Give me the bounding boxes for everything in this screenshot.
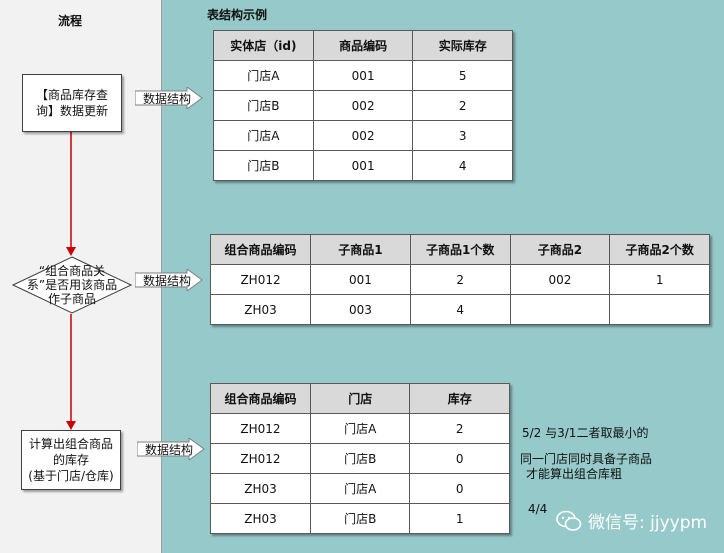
combo-stock-table: 组合商品编码 门店 库存 ZH012 门店A 2 ZH012 门店B 0 ZH0… xyxy=(210,383,510,534)
flow-heading: 流程 xyxy=(58,14,83,28)
data-structure-arrow-3: 数据结构 xyxy=(137,438,205,460)
table-cell: ZH03 xyxy=(210,503,311,534)
table-cell: 门店A xyxy=(309,413,411,444)
column-header: 子商品1 xyxy=(310,234,411,265)
column-header: 门店 xyxy=(309,383,411,414)
table-cell: 1 xyxy=(409,503,510,534)
wechat-icon xyxy=(556,510,582,531)
column-header: 子商品2个数 xyxy=(609,234,710,265)
column-header: 子商品1个数 xyxy=(409,234,511,265)
table-cell: 5 xyxy=(412,60,513,91)
flow-decision-label: “组合商品关 系”是否用该商品 作子商品 xyxy=(26,264,118,306)
wechat-watermark: 微信号: jjyypm xyxy=(556,508,707,533)
block-arrow-shape-1 xyxy=(135,87,203,109)
data-structure-arrow-label-2: 数据结构 xyxy=(143,274,192,288)
note-min-of-ratios: 5/2 与3/1二者取最小的 xyxy=(522,426,649,440)
column-header: 库存 xyxy=(409,383,510,414)
table-cell: 001 xyxy=(310,264,411,295)
table-cell: ZH012 xyxy=(210,413,311,444)
flow-arrow-1 xyxy=(66,132,76,256)
table-row: ZH012 001 2 002 1 xyxy=(209,264,710,295)
table-cell: 门店B xyxy=(213,150,314,181)
data-structure-arrow-2: 数据结构 xyxy=(135,269,203,291)
table-cell: 2 xyxy=(412,90,513,121)
block-arrow-shape-3 xyxy=(137,438,205,460)
table-row: 门店B 002 2 xyxy=(213,90,513,121)
table-cell: 2 xyxy=(409,413,510,444)
table-row: ZH03 门店A 0 xyxy=(210,473,510,504)
table-cell: 002 xyxy=(312,90,414,121)
column-header: 组合商品编码 xyxy=(209,234,312,265)
note-ratio-value: 4/4 xyxy=(528,502,548,516)
table-cell: 4 xyxy=(409,294,511,325)
table-cell: 002 xyxy=(312,120,414,151)
table-cell: ZH03 xyxy=(210,473,311,504)
combo-relation-table: 组合商品编码 子商品1 子商品1个数 子商品2 子商品2个数 ZH012 001… xyxy=(209,234,710,325)
table-row: 门店B 001 4 xyxy=(213,150,513,181)
table-cell: 003 xyxy=(310,294,411,325)
table-cell: 门店B xyxy=(213,90,314,121)
store-inventory-table: 实体店（id) 商品编码 实际库存 门店A 001 5 门店B 002 2 门店… xyxy=(213,30,513,181)
column-header: 商品编码 xyxy=(312,30,414,61)
note-same-store-requirement: 同一门店同时具备子商品 xyxy=(520,452,653,466)
flow-step-compute-combo-stock: 计算出组合商品 的库存 (基于门店/仓库) xyxy=(21,430,121,490)
table-cell: 001 xyxy=(312,60,414,91)
table-header-row: 组合商品编码 子商品1 子商品1个数 子商品2 子商品2个数 xyxy=(209,234,710,265)
table-row: ZH03 门店B 1 xyxy=(210,503,510,534)
table-structure-heading: 表结构示例 xyxy=(207,8,268,22)
table-row: ZH012 门店B 0 xyxy=(210,443,510,474)
column-header: 实际库存 xyxy=(412,30,513,61)
table-cell: 门店A xyxy=(213,60,314,91)
table-row: ZH03 003 4 xyxy=(209,294,710,325)
table-cell: 002 xyxy=(509,264,611,295)
table-cell: 门店B xyxy=(309,503,411,534)
table-cell: 0 xyxy=(409,473,510,504)
table-cell: 门店B xyxy=(309,443,411,474)
table-cell: ZH012 xyxy=(209,264,312,295)
flow-arrow-2 xyxy=(66,314,76,430)
table-cell xyxy=(509,294,611,325)
table-header-row: 组合商品编码 门店 库存 xyxy=(210,383,510,414)
table-cell: 4 xyxy=(412,150,513,181)
table-cell: 001 xyxy=(312,150,414,181)
table-cell: 3 xyxy=(412,120,513,151)
table-row: 门店A 001 5 xyxy=(213,60,513,91)
table-header-row: 实体店（id) 商品编码 实际库存 xyxy=(213,30,513,61)
data-structure-arrow-label-3: 数据结构 xyxy=(145,443,194,457)
decision-diamond-shape xyxy=(12,256,132,314)
column-header: 子商品2 xyxy=(509,234,611,265)
table-row: 门店A 002 3 xyxy=(213,120,513,151)
block-arrow-shape-2 xyxy=(135,269,203,291)
table-cell: 2 xyxy=(409,264,511,295)
data-structure-arrow-1: 数据结构 xyxy=(135,87,203,109)
flow-step-inventory-query: 【商品库存查 询】数据更新 xyxy=(22,74,122,132)
flow-decision: “组合商品关 系”是否用该商品 作子商品 xyxy=(12,256,132,314)
table-cell: 门店A xyxy=(213,120,314,151)
watermark-text: 微信号: jjyypm xyxy=(588,513,708,533)
table-cell: ZH03 xyxy=(209,294,312,325)
column-header: 实体店（id) xyxy=(213,30,314,61)
table-row: ZH012 门店A 2 xyxy=(210,413,510,444)
table-cell: 0 xyxy=(409,443,510,474)
data-structure-arrow-label-1: 数据结构 xyxy=(143,92,192,106)
table-cell xyxy=(609,294,710,325)
table-cell: 1 xyxy=(609,264,710,295)
table-cell: ZH012 xyxy=(210,443,311,474)
note-combo-stock-condition: 才能算出组合库粗 xyxy=(526,467,623,481)
table-cell: 门店A xyxy=(309,473,411,504)
column-header: 组合商品编码 xyxy=(210,383,311,414)
